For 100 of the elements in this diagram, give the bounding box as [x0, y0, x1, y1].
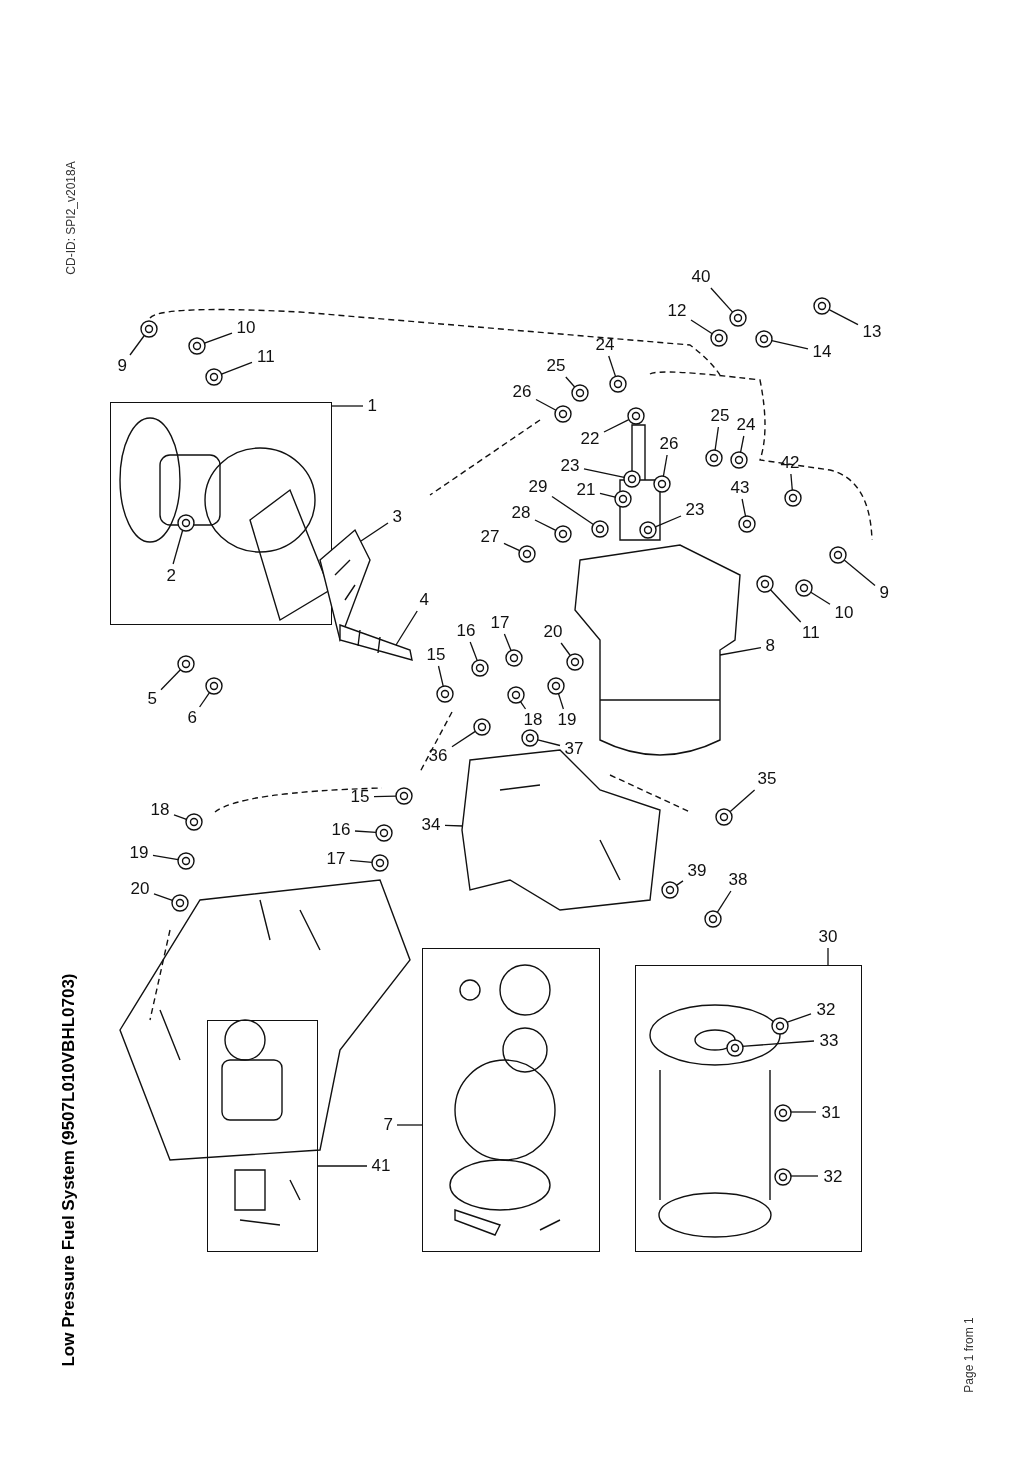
- callout-number: 22: [579, 430, 601, 448]
- leader-line: [557, 692, 565, 710]
- leader-line: [373, 795, 397, 798]
- frame-box: [207, 1020, 318, 1252]
- leader-line: [583, 468, 625, 479]
- leader-line: [654, 515, 682, 528]
- callout-number: 33: [818, 1032, 840, 1050]
- leader-line: [331, 405, 364, 407]
- part-drawing: [395, 787, 413, 805]
- part-drawing: [140, 320, 158, 338]
- leader-line: [789, 1111, 817, 1113]
- callout-number: 9: [116, 357, 128, 375]
- leader-line: [437, 665, 444, 687]
- part-drawing: [738, 515, 756, 533]
- callout-number: 15: [425, 646, 447, 664]
- callout-number: 8: [764, 637, 776, 655]
- callout-number: 28: [510, 504, 532, 522]
- part-drawing: [521, 729, 539, 747]
- part-drawing: [661, 881, 679, 899]
- leader-line: [360, 522, 389, 542]
- leader-line: [349, 859, 373, 863]
- callout-number: 14: [811, 343, 833, 361]
- part-drawing: [205, 677, 223, 695]
- part-drawing: [774, 1104, 792, 1122]
- callout-number: 23: [684, 501, 706, 519]
- part-drawing: [177, 514, 195, 532]
- leader-line: [396, 1124, 423, 1126]
- callout-number: 11: [801, 624, 821, 642]
- part-drawing: [554, 525, 572, 543]
- part-drawing: [471, 659, 489, 677]
- callout-number: 24: [594, 336, 616, 354]
- part-drawing: [185, 813, 203, 831]
- part-drawing: [756, 575, 774, 593]
- callout-number: 5: [146, 690, 158, 708]
- part-drawing: [639, 521, 657, 539]
- callout-number: 12: [666, 302, 688, 320]
- leader-line: [603, 418, 630, 433]
- part-drawing: [813, 297, 831, 315]
- leader-line: [173, 814, 188, 820]
- callout-number: 6: [186, 709, 198, 727]
- callout-number: 29: [527, 478, 549, 496]
- leader-line: [565, 376, 576, 388]
- leader-line: [771, 340, 809, 350]
- leader-line: [827, 947, 829, 966]
- callout-number: 39: [686, 862, 708, 880]
- callout-number: 18: [522, 711, 544, 729]
- callout-number: 2: [165, 567, 177, 585]
- leader-line: [129, 334, 145, 356]
- leader-line: [710, 287, 734, 313]
- callout-number: 34: [420, 816, 442, 834]
- callout-number: 32: [822, 1168, 844, 1186]
- title: Low Pressure Fuel System (9507L010VBHL0703): [58, 973, 79, 1367]
- callout-number: 17: [489, 614, 511, 632]
- part-drawing: [591, 520, 609, 538]
- callout-number: 36: [427, 747, 449, 765]
- callout-number: 32: [815, 1001, 837, 1019]
- leader-line: [503, 542, 521, 552]
- leader-line: [535, 398, 557, 411]
- callout-number: 13: [861, 323, 883, 341]
- part-drawing: [371, 854, 389, 872]
- callout-number: 11: [256, 348, 276, 366]
- note: Page 1 from 1: [961, 1317, 976, 1393]
- part-drawing: [795, 579, 813, 597]
- leader-line: [220, 361, 253, 375]
- callout-number: 26: [511, 383, 533, 401]
- callout-number: 38: [727, 871, 749, 889]
- leader-line: [741, 1040, 815, 1048]
- callout-number: 24: [735, 416, 757, 434]
- frame-box: [422, 948, 600, 1252]
- callout-number: 21: [575, 481, 597, 499]
- part-drawing: [571, 384, 589, 402]
- leader-line: [739, 435, 745, 453]
- leader-line: [785, 1013, 812, 1024]
- leader-line: [354, 830, 377, 834]
- leader-line: [769, 589, 802, 623]
- callout-number: 17: [325, 850, 347, 868]
- part-drawing: [339, 624, 413, 661]
- callout-number: 37: [563, 740, 585, 758]
- callout-number: 19: [556, 711, 578, 729]
- callout-number: 20: [542, 623, 564, 641]
- leader-line: [599, 492, 616, 498]
- callout-number: 41: [370, 1157, 392, 1175]
- leader-line: [714, 426, 720, 451]
- part-drawing: [614, 490, 632, 508]
- leader-line: [317, 1165, 368, 1167]
- callout-number: 18: [149, 801, 171, 819]
- leader-line: [152, 854, 179, 861]
- part-drawing: [177, 655, 195, 673]
- part-drawing: [566, 653, 584, 671]
- part-drawing: [729, 309, 747, 327]
- part-drawing: [177, 852, 195, 870]
- part-drawing: [473, 718, 491, 736]
- leader-line: [716, 890, 732, 913]
- leader-line: [675, 880, 684, 887]
- leader-line: [160, 669, 182, 691]
- leader-line: [451, 730, 476, 748]
- part-drawing: [715, 808, 733, 826]
- frame-box: [110, 402, 332, 625]
- leader-line: [551, 495, 595, 526]
- leader-line: [469, 641, 478, 662]
